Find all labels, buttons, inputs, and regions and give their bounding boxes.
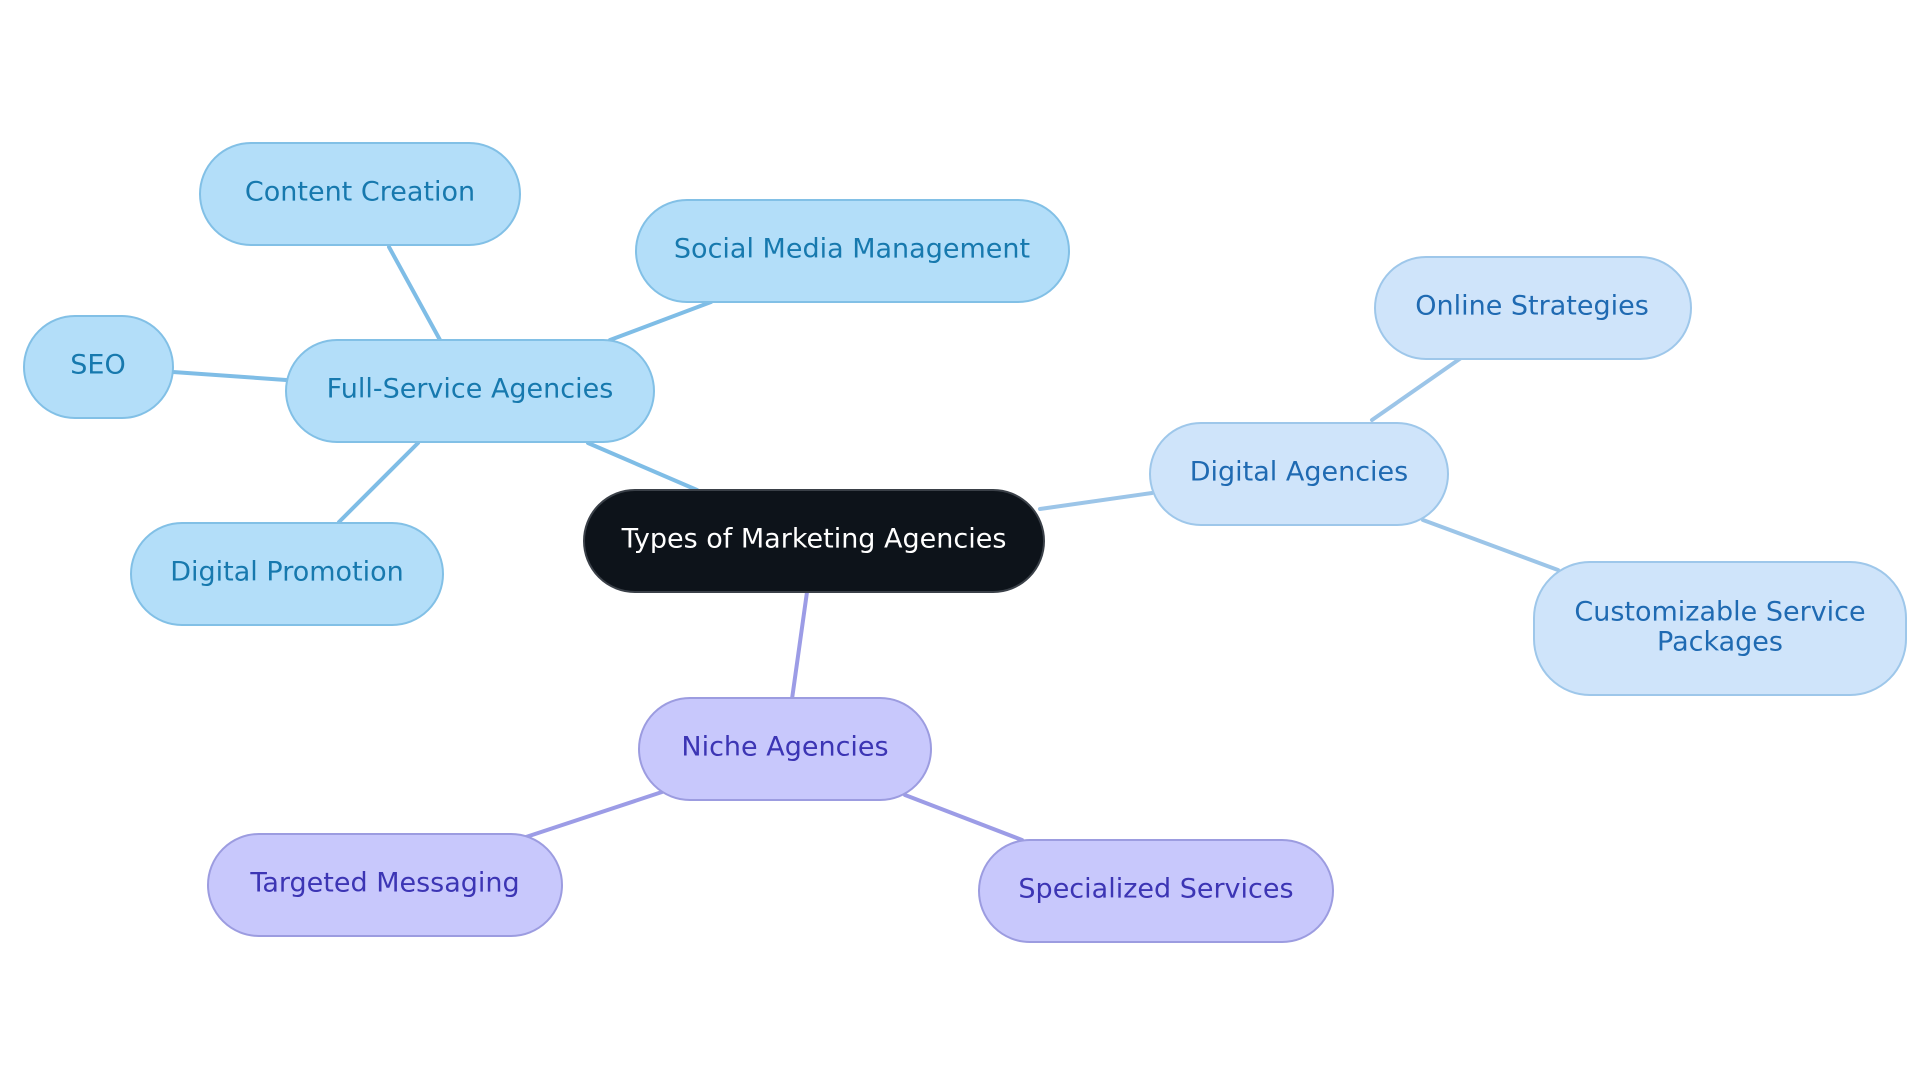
edge-niche-targeted [524,790,664,839]
connectors [171,245,1560,842]
node-seo-label: SEO [70,350,125,381]
node-content-creation-label: Content Creation [245,177,475,208]
node-social-media-management-label: Social Media Management [674,234,1030,265]
root-node-label: Types of Marketing Agencies [621,524,1007,555]
node-online-strategies: Online Strategies [1374,256,1692,360]
node-social-media-management: Social Media Management [635,199,1070,303]
node-targeted-messaging-label: Targeted Messaging [249,868,519,899]
edge-full-service-social-media [608,300,713,342]
node-full-service-agencies-label: Full-Service Agencies [327,374,614,405]
node-niche-agencies-label: Niche Agencies [681,732,888,763]
edge-root-digital [1038,491,1154,511]
node-online-strategies-label: Online Strategies [1415,291,1649,322]
edge-niche-specialized [903,793,1024,842]
node-content-creation: Content Creation [199,142,521,246]
root-node: Types of Marketing Agencies [583,489,1045,593]
edge-digital-online-strategies [1370,356,1463,422]
node-customizable-service-packages-label-line1: Customizable Service [1574,597,1865,628]
node-digital-promotion: Digital Promotion [130,522,444,626]
node-digital-agencies: Digital Agencies [1149,422,1449,526]
edge-root-niche [790,590,809,701]
node-customizable-service-packages-label-line2: Packages [1657,627,1783,658]
node-specialized-services: Specialized Services [978,839,1334,943]
node-customizable-service-packages: Customizable Service Packages [1533,561,1907,696]
node-seo: SEO [23,315,174,419]
edge-full-service-digital-promotion [337,441,420,524]
edge-full-service-content-creation [387,245,442,342]
node-digital-agencies-label: Digital Agencies [1190,457,1409,488]
node-full-service-agencies: Full-Service Agencies [285,339,655,443]
edge-full-service-seo [171,370,288,382]
node-digital-promotion-label: Digital Promotion [170,557,404,588]
node-targeted-messaging: Targeted Messaging [207,833,563,937]
node-specialized-services-label: Specialized Services [1018,874,1293,905]
edge-digital-customizable [1421,518,1560,572]
edge-root-full-service [586,441,699,492]
node-niche-agencies: Niche Agencies [638,697,932,801]
